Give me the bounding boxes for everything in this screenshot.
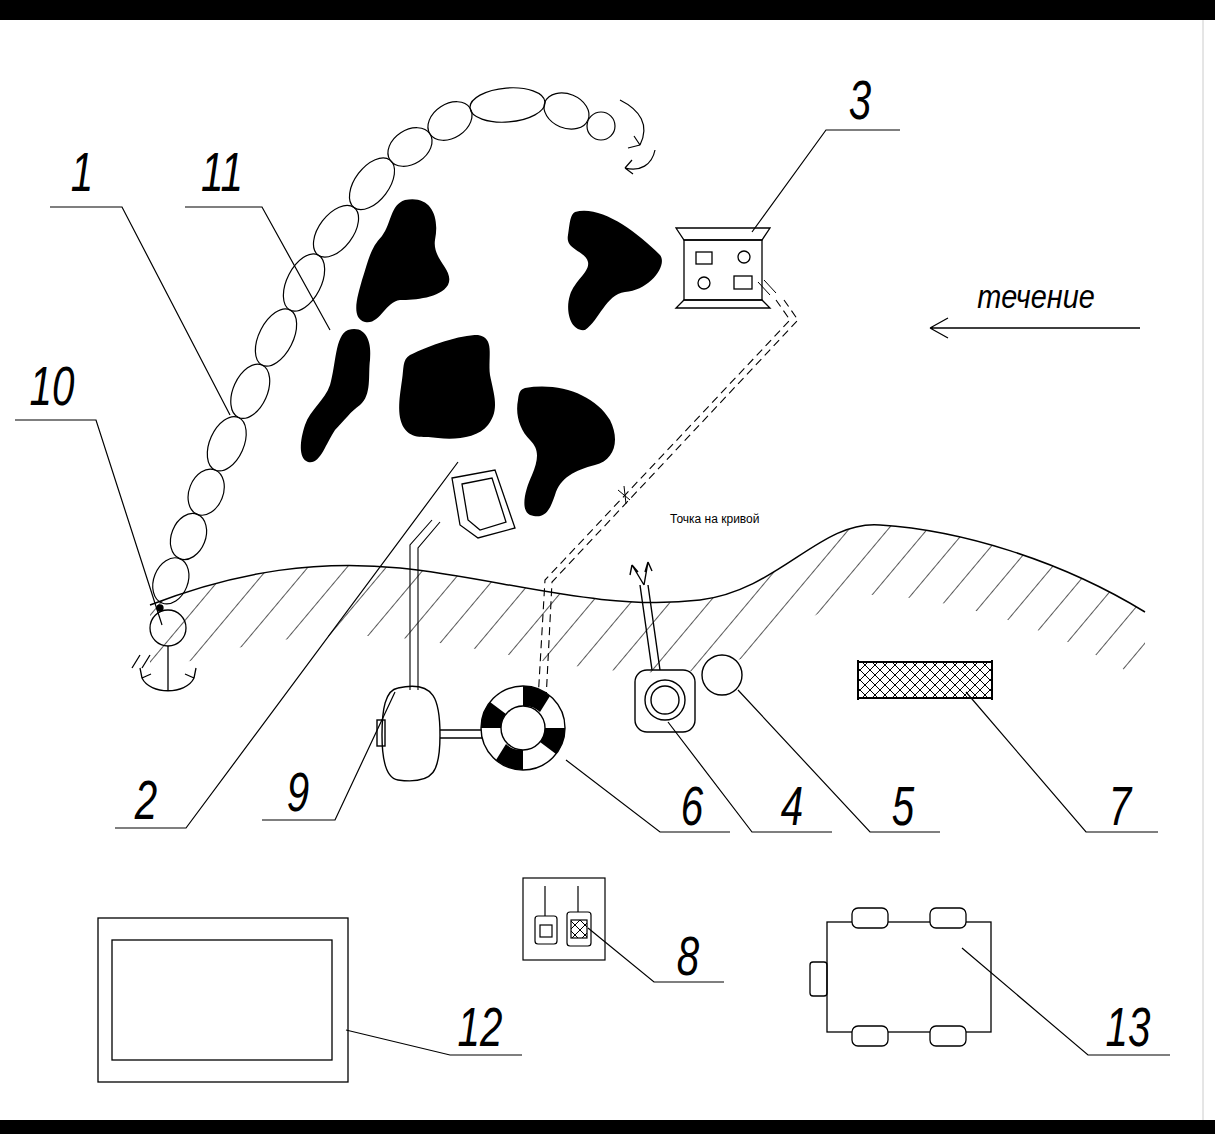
callout-number: 11 xyxy=(201,144,243,200)
boom-link xyxy=(421,94,480,149)
radio-set xyxy=(523,878,605,960)
container xyxy=(98,918,348,1082)
boom-link xyxy=(538,86,594,135)
tank xyxy=(702,655,742,695)
boom-link xyxy=(164,508,213,565)
roller xyxy=(377,686,484,781)
boom-link xyxy=(247,302,305,372)
boom-link xyxy=(340,150,403,218)
callout-number: 1 xyxy=(71,144,93,200)
boom-link xyxy=(381,120,440,175)
callout-number: 6 xyxy=(681,778,703,834)
callout-number: 3 xyxy=(849,72,871,128)
lifebuoy xyxy=(481,686,565,770)
boom-float xyxy=(587,112,615,140)
callout-number: 10 xyxy=(30,358,75,414)
pump-unit xyxy=(630,562,695,732)
curve-point xyxy=(618,486,630,504)
cable-end xyxy=(758,280,776,295)
boat xyxy=(452,470,515,538)
callout-number: 8 xyxy=(677,928,699,984)
shoreline xyxy=(150,525,1145,612)
control-unit xyxy=(676,228,770,308)
bottom-bar xyxy=(0,1120,1215,1134)
callout-number: 2 xyxy=(135,772,157,828)
flow-label: течение xyxy=(977,279,1095,313)
top-bar xyxy=(0,0,1215,20)
anchor xyxy=(132,605,196,691)
callout-number: 9 xyxy=(287,764,309,820)
vehicle xyxy=(810,908,991,1046)
boom-link xyxy=(304,197,367,265)
boom xyxy=(146,85,594,609)
callout-number: 7 xyxy=(1109,778,1131,834)
boom-link xyxy=(469,85,547,125)
oil-spots xyxy=(301,199,662,516)
signal-cable xyxy=(546,300,798,700)
flow-arrow xyxy=(930,318,1140,338)
callout-number: 13 xyxy=(1106,999,1151,1055)
sorbent-mat xyxy=(858,662,992,698)
callout-number: 12 xyxy=(458,999,503,1055)
signal-cable xyxy=(538,300,790,700)
sorbent-mat-border xyxy=(858,660,992,700)
rotation-arrows xyxy=(620,100,655,174)
boom-link xyxy=(199,411,254,477)
note-text: Точка на кривой xyxy=(668,512,761,526)
callout-number: 4 xyxy=(781,778,803,834)
leader-lines xyxy=(15,130,1170,1055)
boom-link xyxy=(182,464,231,521)
boom-link xyxy=(223,358,278,424)
tow-line xyxy=(410,520,440,690)
frame-edge xyxy=(1203,20,1204,1120)
callout-number: 5 xyxy=(892,778,914,834)
